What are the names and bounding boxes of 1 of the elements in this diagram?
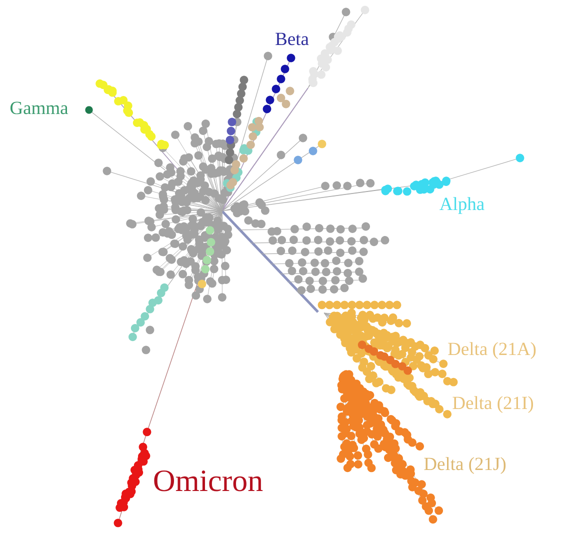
variant-label: Gamma xyxy=(10,102,68,114)
